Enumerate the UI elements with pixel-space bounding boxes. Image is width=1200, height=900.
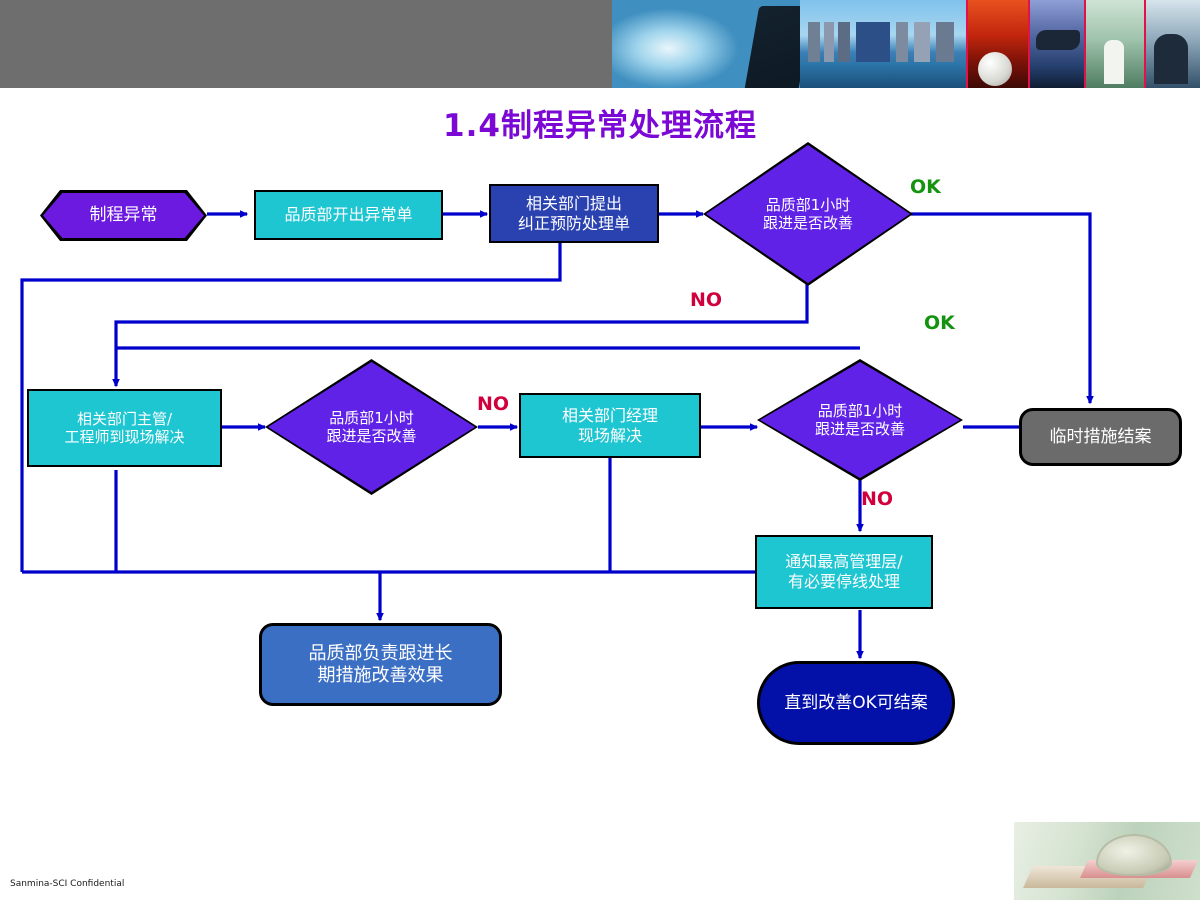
flow-node-close-when-ok[interactable]: 直到改善OK可结案 (757, 661, 955, 745)
edge-label-no-2: NO (477, 393, 510, 415)
edge-label-no-3: NO (861, 488, 894, 510)
fire-sphere-photo (968, 0, 1030, 88)
desk-clock-photo (1014, 822, 1200, 900)
factory-workers-photo (1086, 0, 1146, 88)
banner-divider (1084, 0, 1087, 88)
flow-node-process-abnormal[interactable]: 制程异常 (43, 193, 204, 238)
worker-closeup-photo (1146, 0, 1200, 88)
footer-confidential: Sanmina-SCI Confidential (10, 879, 125, 889)
flow-node-qa-followup-3[interactable]: 品质部1小时 跟进是否改善 (757, 359, 963, 481)
flow-node-qa-followup-2[interactable]: 品质部1小时 跟进是否改善 (265, 359, 478, 495)
helicopter-photo (1030, 0, 1086, 88)
edge-label-ok-2: OK (924, 312, 955, 334)
edge-label-no-1: NO (690, 289, 723, 311)
flow-node-dept-corrective-form[interactable]: 相关部门提出 纠正预防处理单 (489, 184, 659, 243)
banner-divider (966, 0, 969, 88)
flow-node-qa-followup-1[interactable]: 品质部1小时 跟进是否改善 (703, 142, 913, 286)
city-skyline-photo (800, 0, 968, 88)
header-banner (0, 0, 1200, 88)
flow-node-dept-supervisor-onsite[interactable]: 相关部门主管/ 工程师到现场解决 (27, 389, 222, 467)
flow-node-qa-followup-3-label: 品质部1小时 跟进是否改善 (760, 362, 960, 478)
flow-node-dept-manager-onsite[interactable]: 相关部门经理 现场解决 (519, 393, 701, 458)
banner-divider (1144, 0, 1147, 88)
flow-node-temp-measure-closed[interactable]: 临时措施结案 (1019, 408, 1182, 466)
flow-node-qa-longterm-followup[interactable]: 品质部负责跟进长 期措施改善效果 (259, 623, 502, 706)
flow-node-notify-top-management[interactable]: 通知最高管理层/ 有必要停线处理 (755, 535, 933, 609)
flow-node-qa-issue-ticket[interactable]: 品质部开出异常单 (254, 190, 443, 240)
flow-node-qa-followup-1-label: 品质部1小时 跟进是否改善 (706, 145, 910, 283)
banner-grey-block (0, 0, 612, 88)
edge-label-ok-1: OK (910, 176, 941, 198)
flow-node-qa-followup-2-label: 品质部1小时 跟进是否改善 (268, 362, 475, 492)
handshake-photo (612, 0, 800, 88)
page-title: 1.4制程异常处理流程 (443, 108, 757, 144)
banner-divider (1028, 0, 1031, 88)
